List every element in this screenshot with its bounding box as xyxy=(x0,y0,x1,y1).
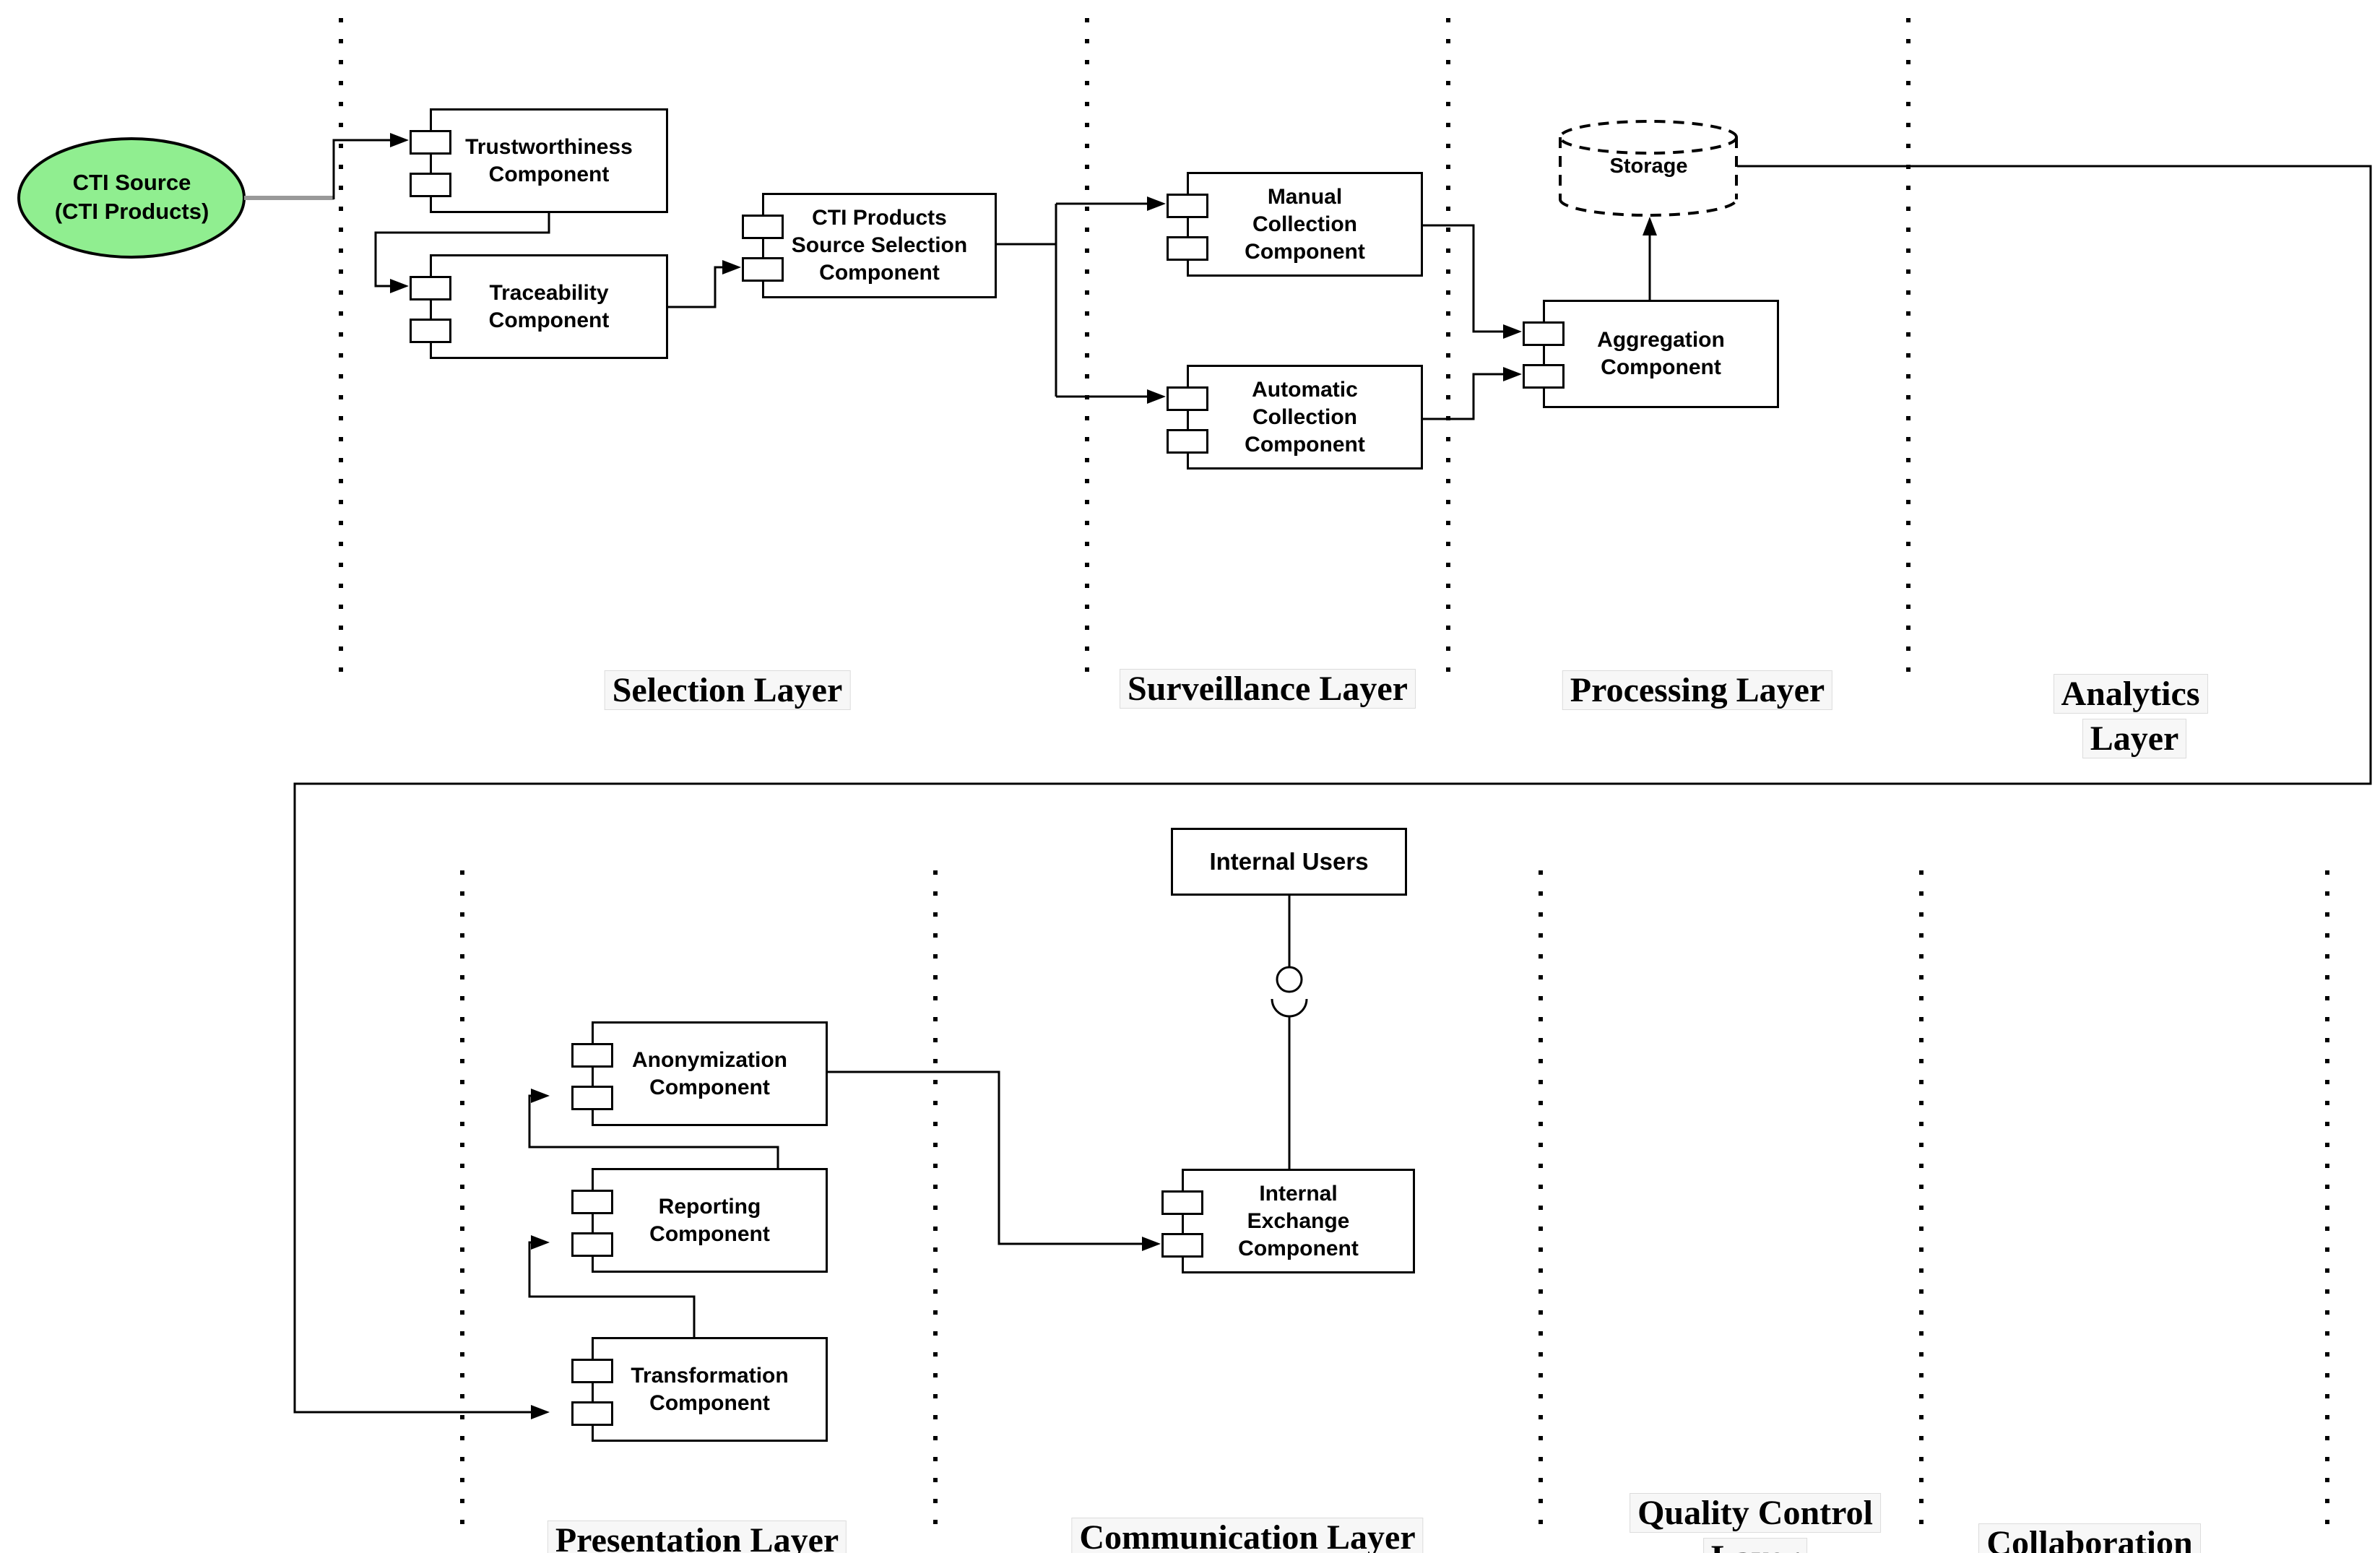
edge-source-to-trustworthiness xyxy=(332,139,391,199)
edge-automatic-to-aggregation xyxy=(1423,373,1505,420)
component-transformation[interactable]: Transformation Component xyxy=(571,1337,828,1442)
arrowhead xyxy=(1503,367,1522,381)
component-trustworthiness[interactable]: Trustworthiness Component xyxy=(410,108,668,213)
required-interface-socket xyxy=(1271,998,1308,1018)
edge-storage-to-transformation xyxy=(293,165,2372,1414)
divider-processing xyxy=(1446,18,1450,679)
port-square xyxy=(571,1043,613,1068)
storage-label: Storage xyxy=(1609,155,1688,178)
port-square xyxy=(410,319,451,343)
component-label: Automatic Collection Component xyxy=(1245,377,1365,457)
divider-quality-control xyxy=(1539,870,1543,1535)
port-square xyxy=(1167,236,1208,261)
divider-communication xyxy=(933,870,938,1535)
layer-label-analytics: Analytics Layer xyxy=(2012,627,2257,761)
component-label: CTI Products Source Selection Component xyxy=(791,206,968,285)
component-label: Internal Exchange Component xyxy=(1238,1181,1359,1260)
layer-label-processing: Processing Layer xyxy=(1562,623,1833,713)
layer-label-communication: Communication Layer xyxy=(1071,1471,1424,1553)
port-square xyxy=(571,1401,613,1426)
arrowhead xyxy=(1643,217,1657,235)
component-manual-collection[interactable]: Manual Collection Component xyxy=(1167,172,1423,277)
port-square xyxy=(1167,429,1208,454)
internal-users-label: Internal Users xyxy=(1209,848,1369,875)
divider-selection xyxy=(339,18,343,679)
edge-anonymization-to-internal-exchange xyxy=(828,1070,1143,1245)
component-aggregation[interactable]: Aggregation Component xyxy=(1523,300,1779,408)
storage-cylinder[interactable] xyxy=(1559,120,1738,217)
cti-source-label: CTI Source (CTI Products) xyxy=(54,170,209,224)
arrowhead xyxy=(531,1405,550,1419)
component-label: Anonymization Component xyxy=(632,1047,787,1099)
port-square xyxy=(410,276,451,300)
layer-label-presentation: Presentation Layer xyxy=(547,1474,847,1553)
arrowhead xyxy=(1147,389,1166,404)
edge-traceability-to-source-selection xyxy=(668,266,724,308)
port-square xyxy=(1523,364,1565,389)
port-square xyxy=(742,257,784,282)
component-automatic-collection[interactable]: Automatic Collection Component xyxy=(1167,365,1423,470)
divider-surveillance xyxy=(1085,18,1089,679)
port-square xyxy=(571,1086,613,1110)
arrowhead xyxy=(1147,196,1166,211)
port-square xyxy=(571,1190,613,1214)
edge-manual-to-aggregation xyxy=(1423,224,1505,333)
component-cti-products-source-selection[interactable]: CTI Products Source Selection Component xyxy=(742,193,997,298)
arrowheads xyxy=(390,133,1657,1419)
layer-label-collaboration: Collaboration Layer xyxy=(1944,1476,2235,1553)
arrowhead xyxy=(390,133,409,147)
arrowhead xyxy=(722,260,741,274)
port-square xyxy=(1167,386,1208,411)
edge-reporting-to-anonymization xyxy=(528,1094,779,1168)
port-square xyxy=(742,215,784,239)
component-label: Manual Collection Component xyxy=(1245,184,1365,264)
component-reporting[interactable]: Reporting Component xyxy=(571,1168,828,1273)
arrowhead xyxy=(390,279,409,293)
divider-analytics xyxy=(1906,18,1911,679)
port-square xyxy=(1523,321,1565,346)
port-square xyxy=(1167,194,1208,218)
port-square xyxy=(1161,1233,1203,1258)
port-square xyxy=(571,1232,613,1257)
edge-transformation-to-reporting xyxy=(528,1241,696,1337)
provided-interface-ball xyxy=(1276,966,1303,993)
layer-label-quality-control: Quality Control Layer xyxy=(1630,1446,1881,1553)
component-traceability[interactable]: Traceability Component xyxy=(410,254,668,359)
component-anonymization[interactable]: Anonymization Component xyxy=(571,1021,828,1126)
divider-collaboration xyxy=(1919,870,1924,1535)
component-label: Trustworthiness Component xyxy=(465,134,633,186)
layer-label-surveillance: Surveillance Layer xyxy=(1120,622,1416,711)
layer-label-selection: Selection Layer xyxy=(604,623,851,713)
arrowhead xyxy=(1142,1237,1161,1251)
port-square xyxy=(571,1359,613,1383)
internal-users-box[interactable]: Internal Users xyxy=(1171,828,1407,896)
divider-right-edge xyxy=(2325,870,2329,1535)
edge-trustworthiness-to-traceability xyxy=(374,213,550,287)
arrowhead xyxy=(531,1235,550,1250)
arrowhead xyxy=(1503,324,1522,339)
component-label: Reporting Component xyxy=(649,1194,770,1246)
edge-source-selection-split xyxy=(997,202,1148,398)
component-internal-exchange[interactable]: Internal Exchange Component xyxy=(1161,1169,1415,1273)
component-label: Traceability Component xyxy=(488,280,610,332)
port-square xyxy=(410,130,451,155)
port-square xyxy=(410,173,451,197)
arrowhead xyxy=(531,1089,550,1103)
component-label: Aggregation Component xyxy=(1597,328,1725,379)
port-square xyxy=(1161,1190,1203,1215)
component-label: Transformation Component xyxy=(631,1363,789,1415)
divider-presentation xyxy=(460,870,464,1535)
